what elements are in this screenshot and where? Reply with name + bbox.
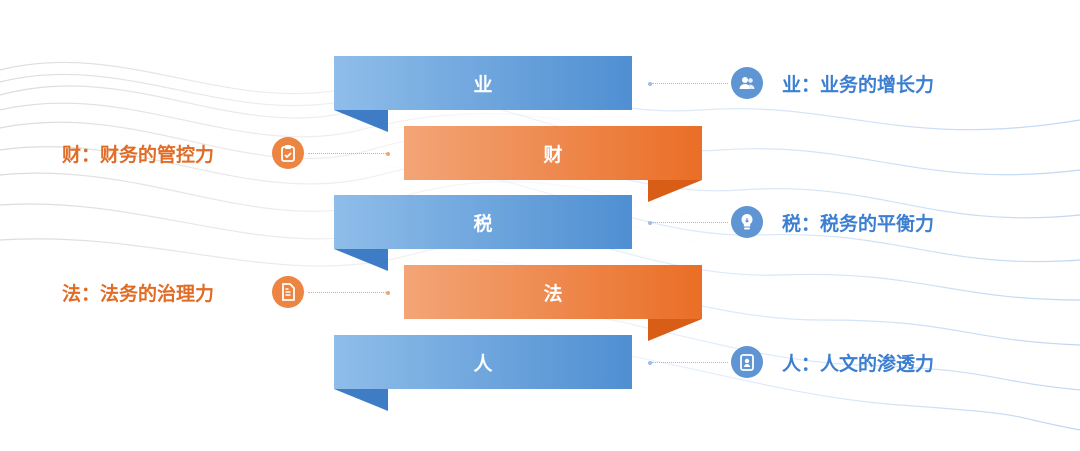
label-fa: 法：法务的治理力 bbox=[62, 283, 215, 305]
band-shui: 税 bbox=[334, 195, 632, 249]
clipboard-check-icon bbox=[272, 137, 304, 169]
band-fold-ren bbox=[334, 389, 388, 411]
connector-line-cai bbox=[308, 153, 388, 154]
band-text-shui: 税 bbox=[473, 212, 493, 235]
band-ye: 业 bbox=[334, 56, 632, 110]
connector-line-fa bbox=[308, 292, 388, 293]
lightbulb-icon bbox=[731, 206, 763, 238]
band-fold-ye bbox=[334, 110, 388, 132]
connector-dot-cai bbox=[386, 151, 390, 156]
users-icon bbox=[731, 67, 763, 99]
label-ren: 人：人文的渗透力 bbox=[782, 353, 935, 375]
connector-dot-fa bbox=[386, 290, 390, 295]
connector-dot-ye bbox=[648, 81, 652, 86]
band-ren: 人 bbox=[334, 335, 632, 389]
document-icon bbox=[272, 276, 304, 308]
band-fa: 法 bbox=[404, 265, 702, 319]
band-text-fa: 法 bbox=[543, 282, 563, 305]
band-fold-cai bbox=[648, 180, 702, 202]
band-text-cai: 财 bbox=[543, 143, 563, 166]
label-shui: 税：税务的平衡力 bbox=[782, 213, 935, 235]
band-text-ye: 业 bbox=[473, 73, 493, 96]
band-fold-shui bbox=[334, 249, 388, 271]
connector-line-shui bbox=[652, 222, 728, 223]
connector-dot-shui bbox=[648, 220, 652, 225]
label-cai: 财：财务的管控力 bbox=[62, 144, 215, 166]
connector-line-ye bbox=[652, 83, 728, 84]
id-card-icon bbox=[731, 346, 763, 378]
connector-dot-ren bbox=[648, 360, 652, 365]
band-fold-fa bbox=[648, 319, 702, 341]
label-ye: 业：业务的增长力 bbox=[782, 74, 935, 96]
connector-line-ren bbox=[652, 362, 728, 363]
band-text-ren: 人 bbox=[473, 352, 493, 375]
band-cai: 财 bbox=[404, 126, 702, 180]
